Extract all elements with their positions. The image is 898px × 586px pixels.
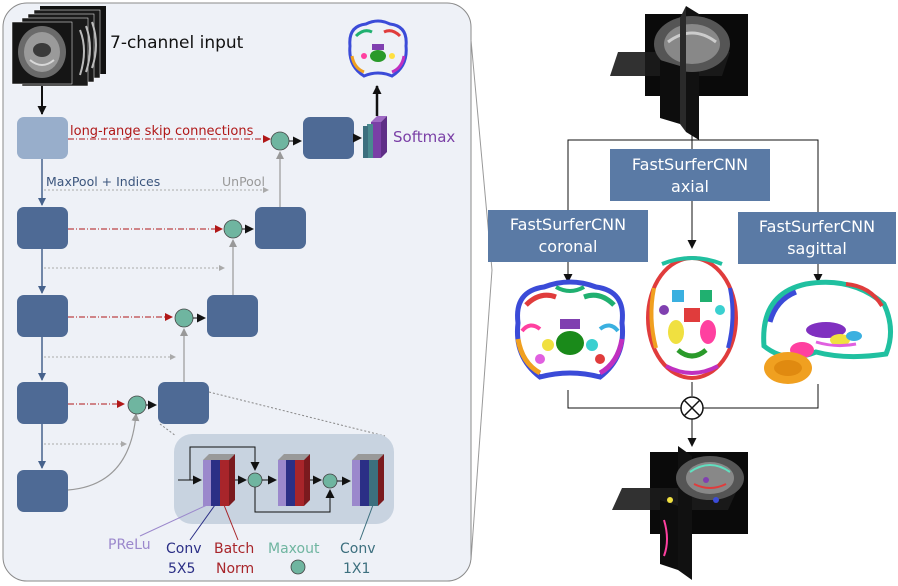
sagittal-segmentation-icon	[761, 279, 893, 384]
encoder-block-3	[17, 295, 68, 337]
encoder-block-1	[17, 117, 68, 159]
output-3d-volume-icon	[612, 446, 748, 580]
maxout-node-1	[270, 131, 290, 151]
aggregation-icon	[680, 396, 704, 420]
dense-block-stack-1	[203, 454, 235, 506]
legend-conv1-line1: Conv	[340, 541, 376, 557]
fastsurfer-axial-box	[610, 149, 770, 201]
legend-conv1-line2: 1X1	[343, 561, 370, 577]
legend-bn-line1: Batch	[214, 541, 254, 557]
softmax-label: Softmax	[393, 128, 455, 146]
legend-maxout-node	[290, 559, 306, 575]
fastsurfer-coronal-line1: FastSurferCNN	[510, 215, 626, 234]
fastsurfer-axial-line2: axial	[671, 177, 709, 196]
fastsurfer-axial-line1: FastSurferCNN	[632, 155, 748, 174]
decoder-block-2	[255, 207, 306, 249]
decoder-block-4	[158, 382, 209, 424]
legend-maxout: Maxout	[268, 541, 320, 557]
maxpool-label: MaxPool + Indices	[46, 174, 160, 189]
input-mri-stack-icon	[11, 6, 106, 87]
output-segmentation-icon	[348, 19, 408, 78]
maxout-node-3	[174, 308, 194, 328]
fastsurfer-sagittal-line2: sagittal	[787, 239, 847, 258]
encoder-block-4	[17, 382, 68, 424]
legend-bn-line2: Norm	[216, 561, 254, 577]
maxout-node-inner-1	[247, 472, 263, 488]
coronal-segmentation-icon	[514, 279, 626, 380]
legend-prelu: PReLu	[108, 537, 151, 553]
axial-segmentation-icon	[646, 256, 738, 380]
legend-conv5-line1: Conv	[166, 541, 202, 557]
dense-block-stack-3	[352, 454, 384, 506]
legend-conv5-line2: 5X5	[168, 561, 195, 577]
skip-connections-label: long-range skip connections	[70, 124, 254, 139]
fastsurfer-sagittal-line1: FastSurferCNN	[759, 217, 875, 236]
dense-block-stack-2	[278, 454, 310, 506]
fastsurfer-coronal-line2: coronal	[539, 237, 598, 256]
softmax-layer-icon	[363, 116, 387, 158]
input-3d-volume-icon	[610, 6, 748, 140]
maxout-node-2	[223, 219, 243, 239]
input-label: 7-channel input	[110, 33, 244, 53]
maxout-node-4	[127, 395, 147, 415]
fastsurfer-coronal-box	[488, 210, 648, 262]
maxout-node-inner-2	[322, 473, 338, 489]
decoder-block-1	[303, 117, 354, 159]
unpool-label: UnPool	[222, 174, 265, 189]
decoder-block-3	[207, 295, 258, 337]
encoder-block-2	[17, 207, 68, 249]
fastsurfer-sagittal-box	[738, 212, 896, 264]
bottleneck-block	[17, 470, 68, 512]
